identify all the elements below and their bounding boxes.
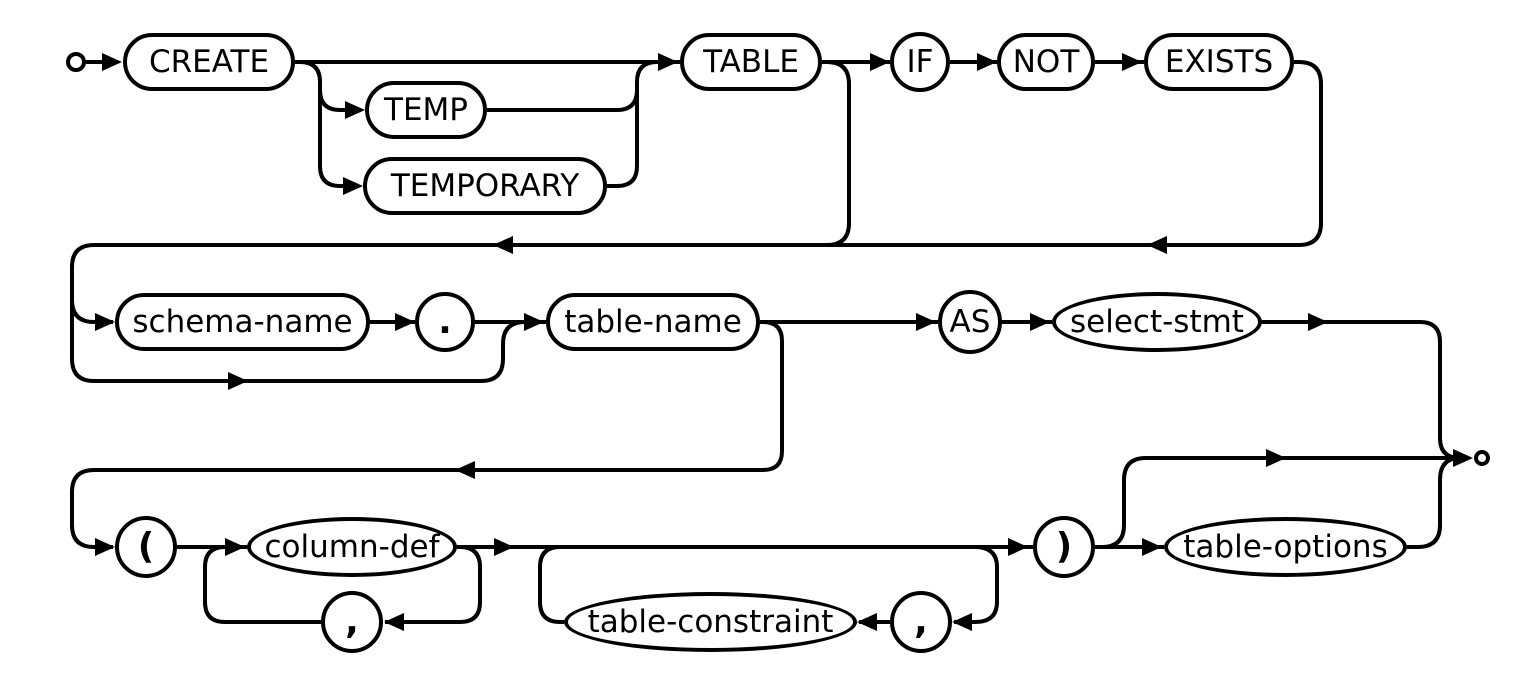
node-not-keyword: NOT <box>997 33 1095 91</box>
node-table-keyword: TABLE <box>680 33 822 91</box>
node-dot-punctuation: . <box>415 292 475 352</box>
node-select-stmt[interactable]: select-stmt <box>1052 292 1262 352</box>
node-exists-keyword: EXISTS <box>1144 33 1294 91</box>
node-start <box>66 52 86 72</box>
node-table-constraint[interactable]: table-constraint <box>564 592 857 652</box>
node-end <box>1474 450 1490 466</box>
node-table-options[interactable]: table-options <box>1164 517 1407 577</box>
node-table-name-identifier: table-name <box>546 293 760 351</box>
node-if-keyword: IF <box>890 32 950 92</box>
node-as-keyword: AS <box>938 290 1002 354</box>
node-comma-1-punctuation: , <box>321 591 383 653</box>
node-open-paren-punctuation: ( <box>115 516 177 578</box>
node-temporary-keyword: TEMPORARY <box>363 157 607 215</box>
node-temp-keyword: TEMP <box>365 81 487 139</box>
node-schema-name-identifier: schema-name <box>115 293 370 351</box>
node-create-keyword: CREATE <box>123 33 295 91</box>
node-column-def[interactable]: column-def <box>247 517 457 577</box>
node-comma-2-punctuation: , <box>890 591 952 653</box>
node-close-paren-punctuation: ) <box>1033 516 1095 578</box>
